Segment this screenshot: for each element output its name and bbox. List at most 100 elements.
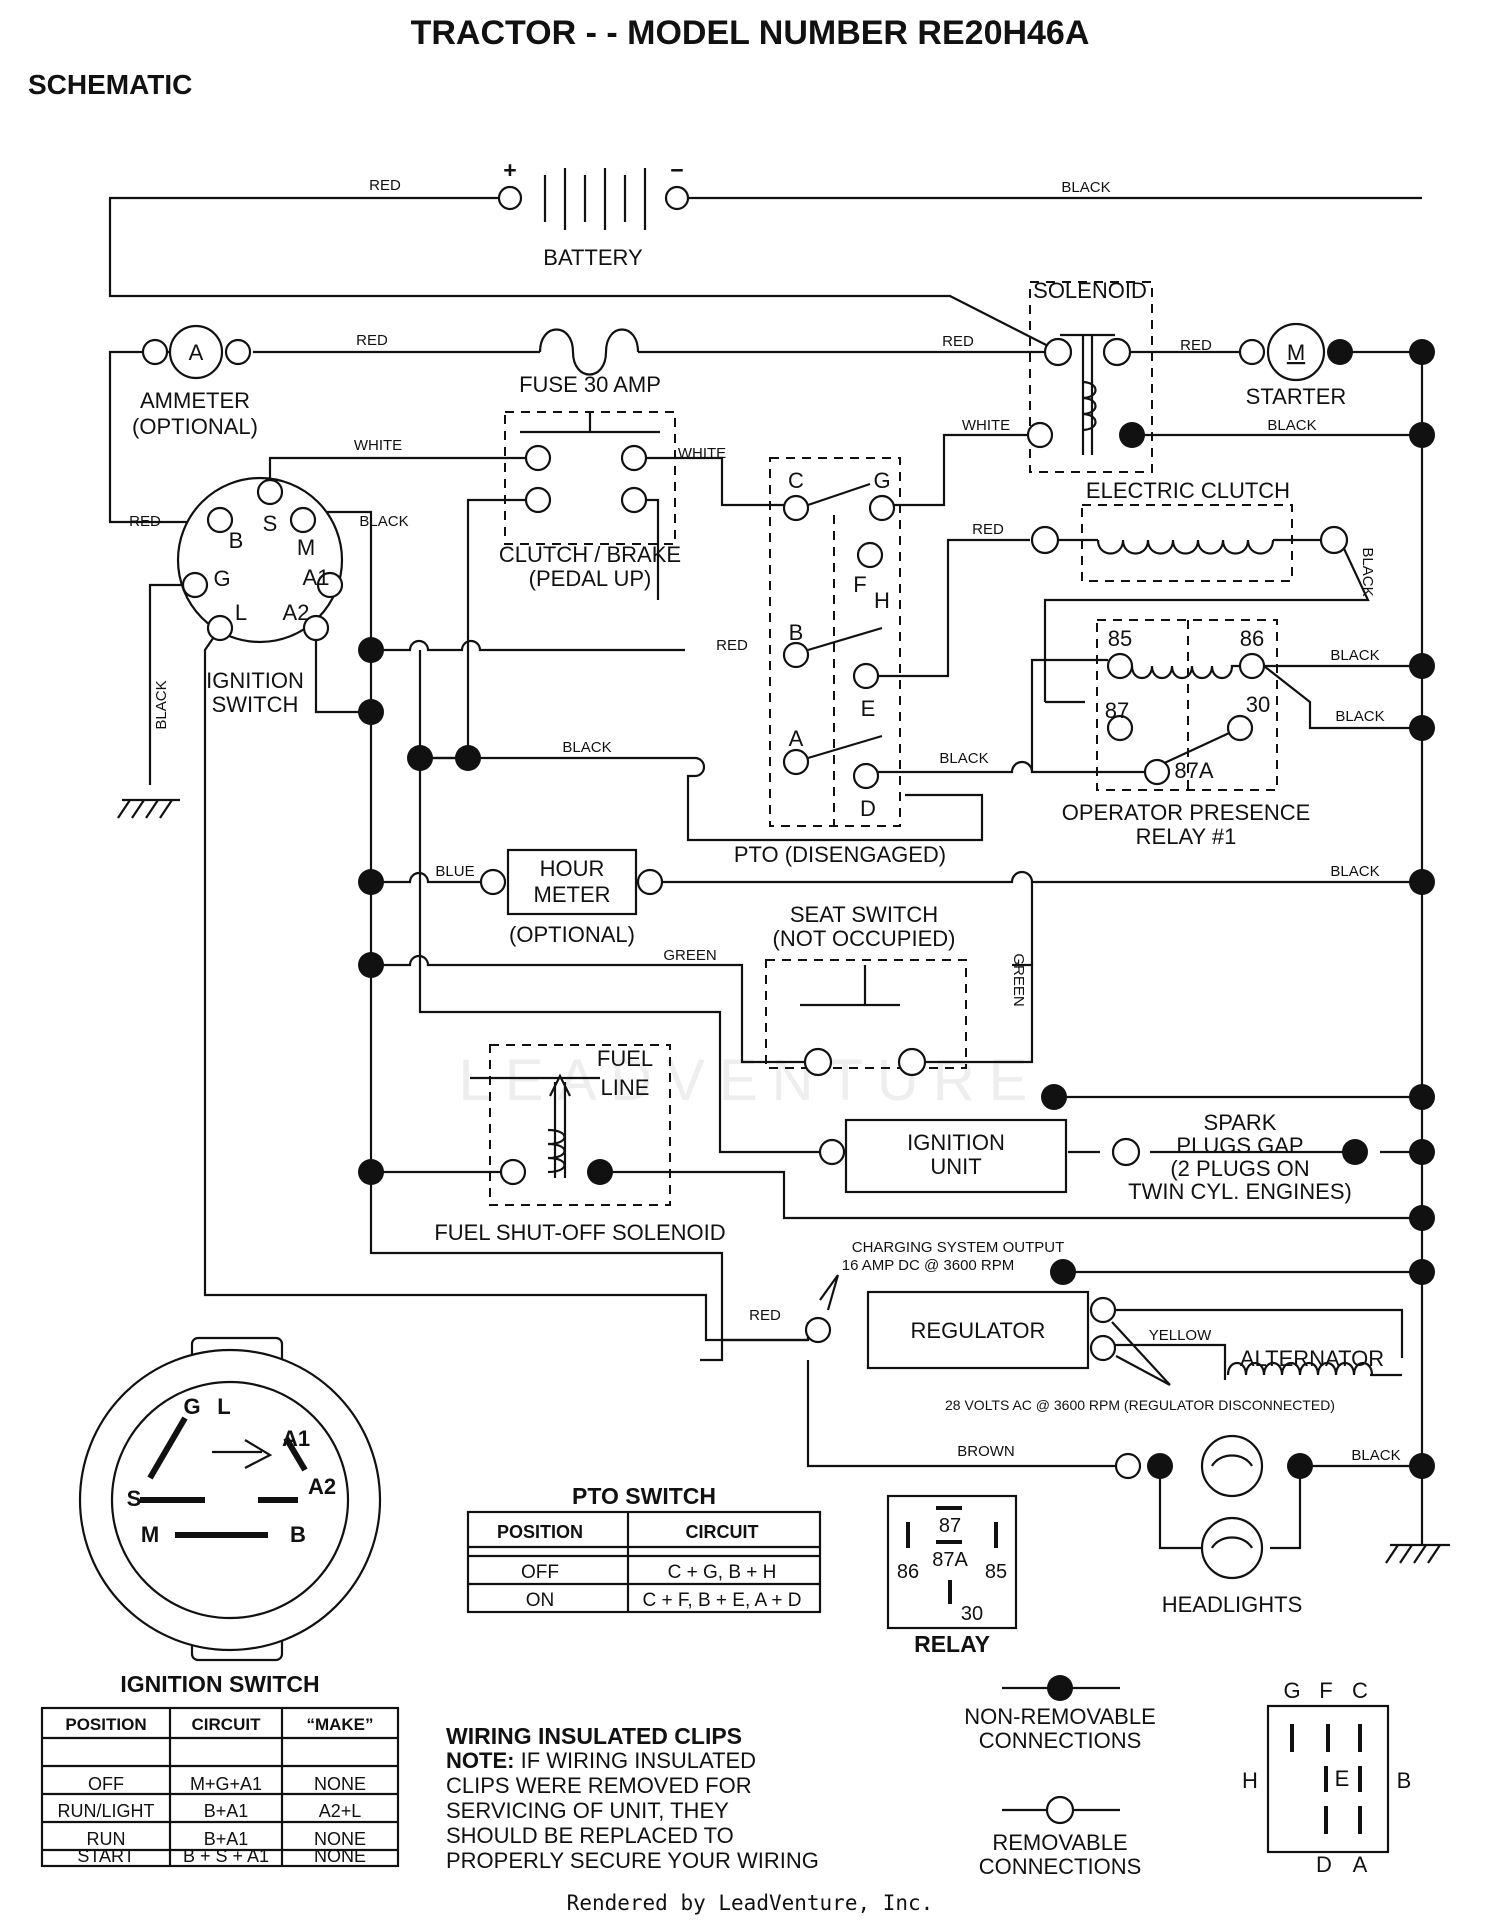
- svg-text:RED: RED: [716, 637, 748, 654]
- solenoid: SOLENOID: [1026, 278, 1147, 455]
- alternator: ALTERNATOR 28 VOLTS AC @ 3600 RPM (REGUL…: [945, 1346, 1402, 1413]
- svg-text:E: E: [1335, 1766, 1350, 1791]
- svg-text:+: +: [503, 157, 516, 183]
- svg-text:C: C: [1352, 1678, 1368, 1703]
- svg-text:L: L: [217, 1394, 230, 1419]
- relay-pinout: 87 87A 86 85 30 RELAY: [886, 1494, 1018, 1657]
- seat-switch: SEAT SWITCH (NOT OCCUPIED): [773, 902, 955, 1077]
- svg-text:BLACK: BLACK: [1359, 547, 1376, 596]
- svg-text:SHOULD BE REPLACED TO: SHOULD BE REPLACED TO: [446, 1823, 734, 1848]
- clutch-brake-switch: CLUTCH / BRAKE (PEDAL UP): [499, 412, 681, 591]
- svg-text:PLUGS GAP: PLUGS GAP: [1176, 1133, 1303, 1158]
- svg-text:M: M: [1287, 340, 1305, 365]
- svg-text:RED: RED: [1180, 337, 1212, 354]
- connection-dots: [358, 339, 1435, 1479]
- svg-text:87: 87: [939, 1515, 961, 1537]
- svg-text:B: B: [1397, 1768, 1412, 1793]
- page-title: TRACTOR - - MODEL NUMBER RE20H46A: [411, 14, 1090, 52]
- svg-text:S: S: [263, 511, 278, 536]
- svg-text:E: E: [861, 696, 876, 721]
- svg-text:G: G: [873, 468, 890, 493]
- svg-text:M+G+A1: M+G+A1: [190, 1774, 262, 1794]
- svg-text:START: START: [77, 1846, 134, 1866]
- svg-text:A: A: [1353, 1852, 1368, 1877]
- hour-meter: HOUR METER (OPTIONAL): [479, 848, 664, 947]
- svg-text:SEAT SWITCH: SEAT SWITCH: [790, 902, 938, 927]
- svg-text:BLACK: BLACK: [1351, 1447, 1400, 1464]
- svg-text:FUSE 30 AMP: FUSE 30 AMP: [519, 372, 661, 397]
- ignition-switch-face: G L A1 S A2 M B: [78, 1336, 382, 1662]
- svg-text:POSITION: POSITION: [497, 1522, 583, 1542]
- svg-text:A2: A2: [308, 1474, 336, 1499]
- svg-text:B: B: [229, 528, 244, 553]
- svg-text:RED: RED: [942, 333, 974, 350]
- svg-text:87A: 87A: [1174, 758, 1213, 783]
- svg-text:(2 PLUGS ON: (2 PLUGS ON: [1170, 1156, 1309, 1181]
- svg-text:PTO (DISENGAGED): PTO (DISENGAGED): [734, 842, 946, 867]
- fuse: FUSE 30 AMP: [519, 328, 661, 397]
- ammeter: A AMMETER (OPTIONAL): [132, 324, 258, 439]
- svg-text:NONE: NONE: [314, 1774, 366, 1794]
- svg-text:A: A: [189, 340, 204, 365]
- svg-text:WHITE: WHITE: [354, 437, 402, 454]
- connection-legend: NON-REMOVABLE CONNECTIONS REMOVABLE CONN…: [964, 1675, 1156, 1879]
- svg-text:16 AMP DC @ 3600 RPM: 16 AMP DC @ 3600 RPM: [842, 1257, 1015, 1274]
- svg-text:B+A1: B+A1: [204, 1801, 249, 1821]
- svg-text:TWIN CYL. ENGINES): TWIN CYL. ENGINES): [1128, 1179, 1352, 1204]
- svg-text:CLIPS WERE REMOVED FOR: CLIPS WERE REMOVED FOR: [446, 1773, 752, 1798]
- headlights: HEADLIGHTS: [1114, 1434, 1313, 1617]
- svg-text:S: S: [127, 1486, 142, 1511]
- svg-text:BLACK: BLACK: [1335, 708, 1384, 725]
- svg-text:BLACK: BLACK: [153, 680, 170, 729]
- svg-text:IGNITION: IGNITION: [907, 1130, 1005, 1155]
- svg-text:H: H: [1242, 1768, 1258, 1793]
- svg-text:86: 86: [897, 1561, 919, 1583]
- svg-text:REMOVABLE: REMOVABLE: [992, 1830, 1127, 1855]
- svg-text:B: B: [789, 620, 804, 645]
- svg-text:86: 86: [1240, 626, 1264, 651]
- svg-text:CIRCUIT: CIRCUIT: [686, 1522, 759, 1542]
- svg-text:CONNECTIONS: CONNECTIONS: [979, 1728, 1142, 1753]
- svg-text:PROPERLY SECURE YOUR WIRING: PROPERLY SECURE YOUR WIRING: [446, 1848, 819, 1873]
- svg-text:F: F: [853, 572, 866, 597]
- svg-text:G: G: [213, 566, 230, 591]
- svg-text:BATTERY: BATTERY: [543, 245, 643, 270]
- svg-text:RELAY #1: RELAY #1: [1136, 824, 1237, 849]
- svg-text:RED: RED: [369, 177, 401, 194]
- svg-text:BLUE: BLUE: [435, 863, 474, 880]
- pto-table: PTO SWITCH POSITION CIRCUIT OFF C + G, B…: [466, 1483, 822, 1614]
- svg-text:UNIT: UNIT: [930, 1154, 981, 1179]
- regulator: CHARGING SYSTEM OUTPUT 16 AMP DC @ 3600 …: [804, 1239, 1171, 1386]
- svg-text:C + F, B + E, A + D: C + F, B + E, A + D: [643, 1590, 802, 1611]
- svg-text:IGNITION: IGNITION: [206, 668, 304, 693]
- svg-text:RED: RED: [749, 1307, 781, 1324]
- svg-text:C: C: [788, 468, 804, 493]
- svg-text:POSITION: POSITION: [65, 1715, 146, 1734]
- svg-text:BLACK: BLACK: [1061, 179, 1110, 196]
- svg-text:SERVICING OF UNIT, THEY: SERVICING OF UNIT, THEY: [446, 1798, 729, 1823]
- pto-switch-face: G F C H E B D A: [1242, 1678, 1411, 1877]
- svg-text:REGULATOR: REGULATOR: [911, 1318, 1046, 1343]
- svg-text:RUN/LIGHT: RUN/LIGHT: [57, 1801, 154, 1821]
- svg-text:IGNITION SWITCH: IGNITION SWITCH: [120, 1671, 319, 1697]
- svg-text:SOLENOID: SOLENOID: [1033, 278, 1147, 303]
- wiring-clips-note: WIRING INSULATED CLIPS NOTE: IF WIRING I…: [446, 1723, 819, 1873]
- svg-text:FUEL SHUT-OFF SOLENOID: FUEL SHUT-OFF SOLENOID: [434, 1220, 725, 1245]
- svg-text:D: D: [1316, 1852, 1332, 1877]
- svg-text:H: H: [874, 588, 890, 613]
- svg-text:CLUTCH / BRAKE: CLUTCH / BRAKE: [499, 542, 681, 567]
- svg-text:STARTER: STARTER: [1246, 384, 1347, 409]
- svg-text:“MAKE”: “MAKE”: [306, 1715, 373, 1734]
- svg-text:FUEL: FUEL: [597, 1046, 653, 1071]
- svg-text:(PEDAL UP): (PEDAL UP): [529, 566, 652, 591]
- svg-text:BLACK: BLACK: [1267, 417, 1316, 434]
- svg-text:METER: METER: [534, 882, 611, 907]
- svg-text:(OPTIONAL): (OPTIONAL): [132, 414, 258, 439]
- starter: M STARTER: [1238, 322, 1353, 409]
- svg-text:30: 30: [961, 1603, 983, 1625]
- svg-text:HEADLIGHTS: HEADLIGHTS: [1162, 1592, 1303, 1617]
- svg-text:WIRING INSULATED CLIPS: WIRING INSULATED CLIPS: [446, 1723, 742, 1749]
- page-subtitle: SCHEMATIC: [28, 69, 192, 100]
- svg-text:87A: 87A: [932, 1549, 968, 1571]
